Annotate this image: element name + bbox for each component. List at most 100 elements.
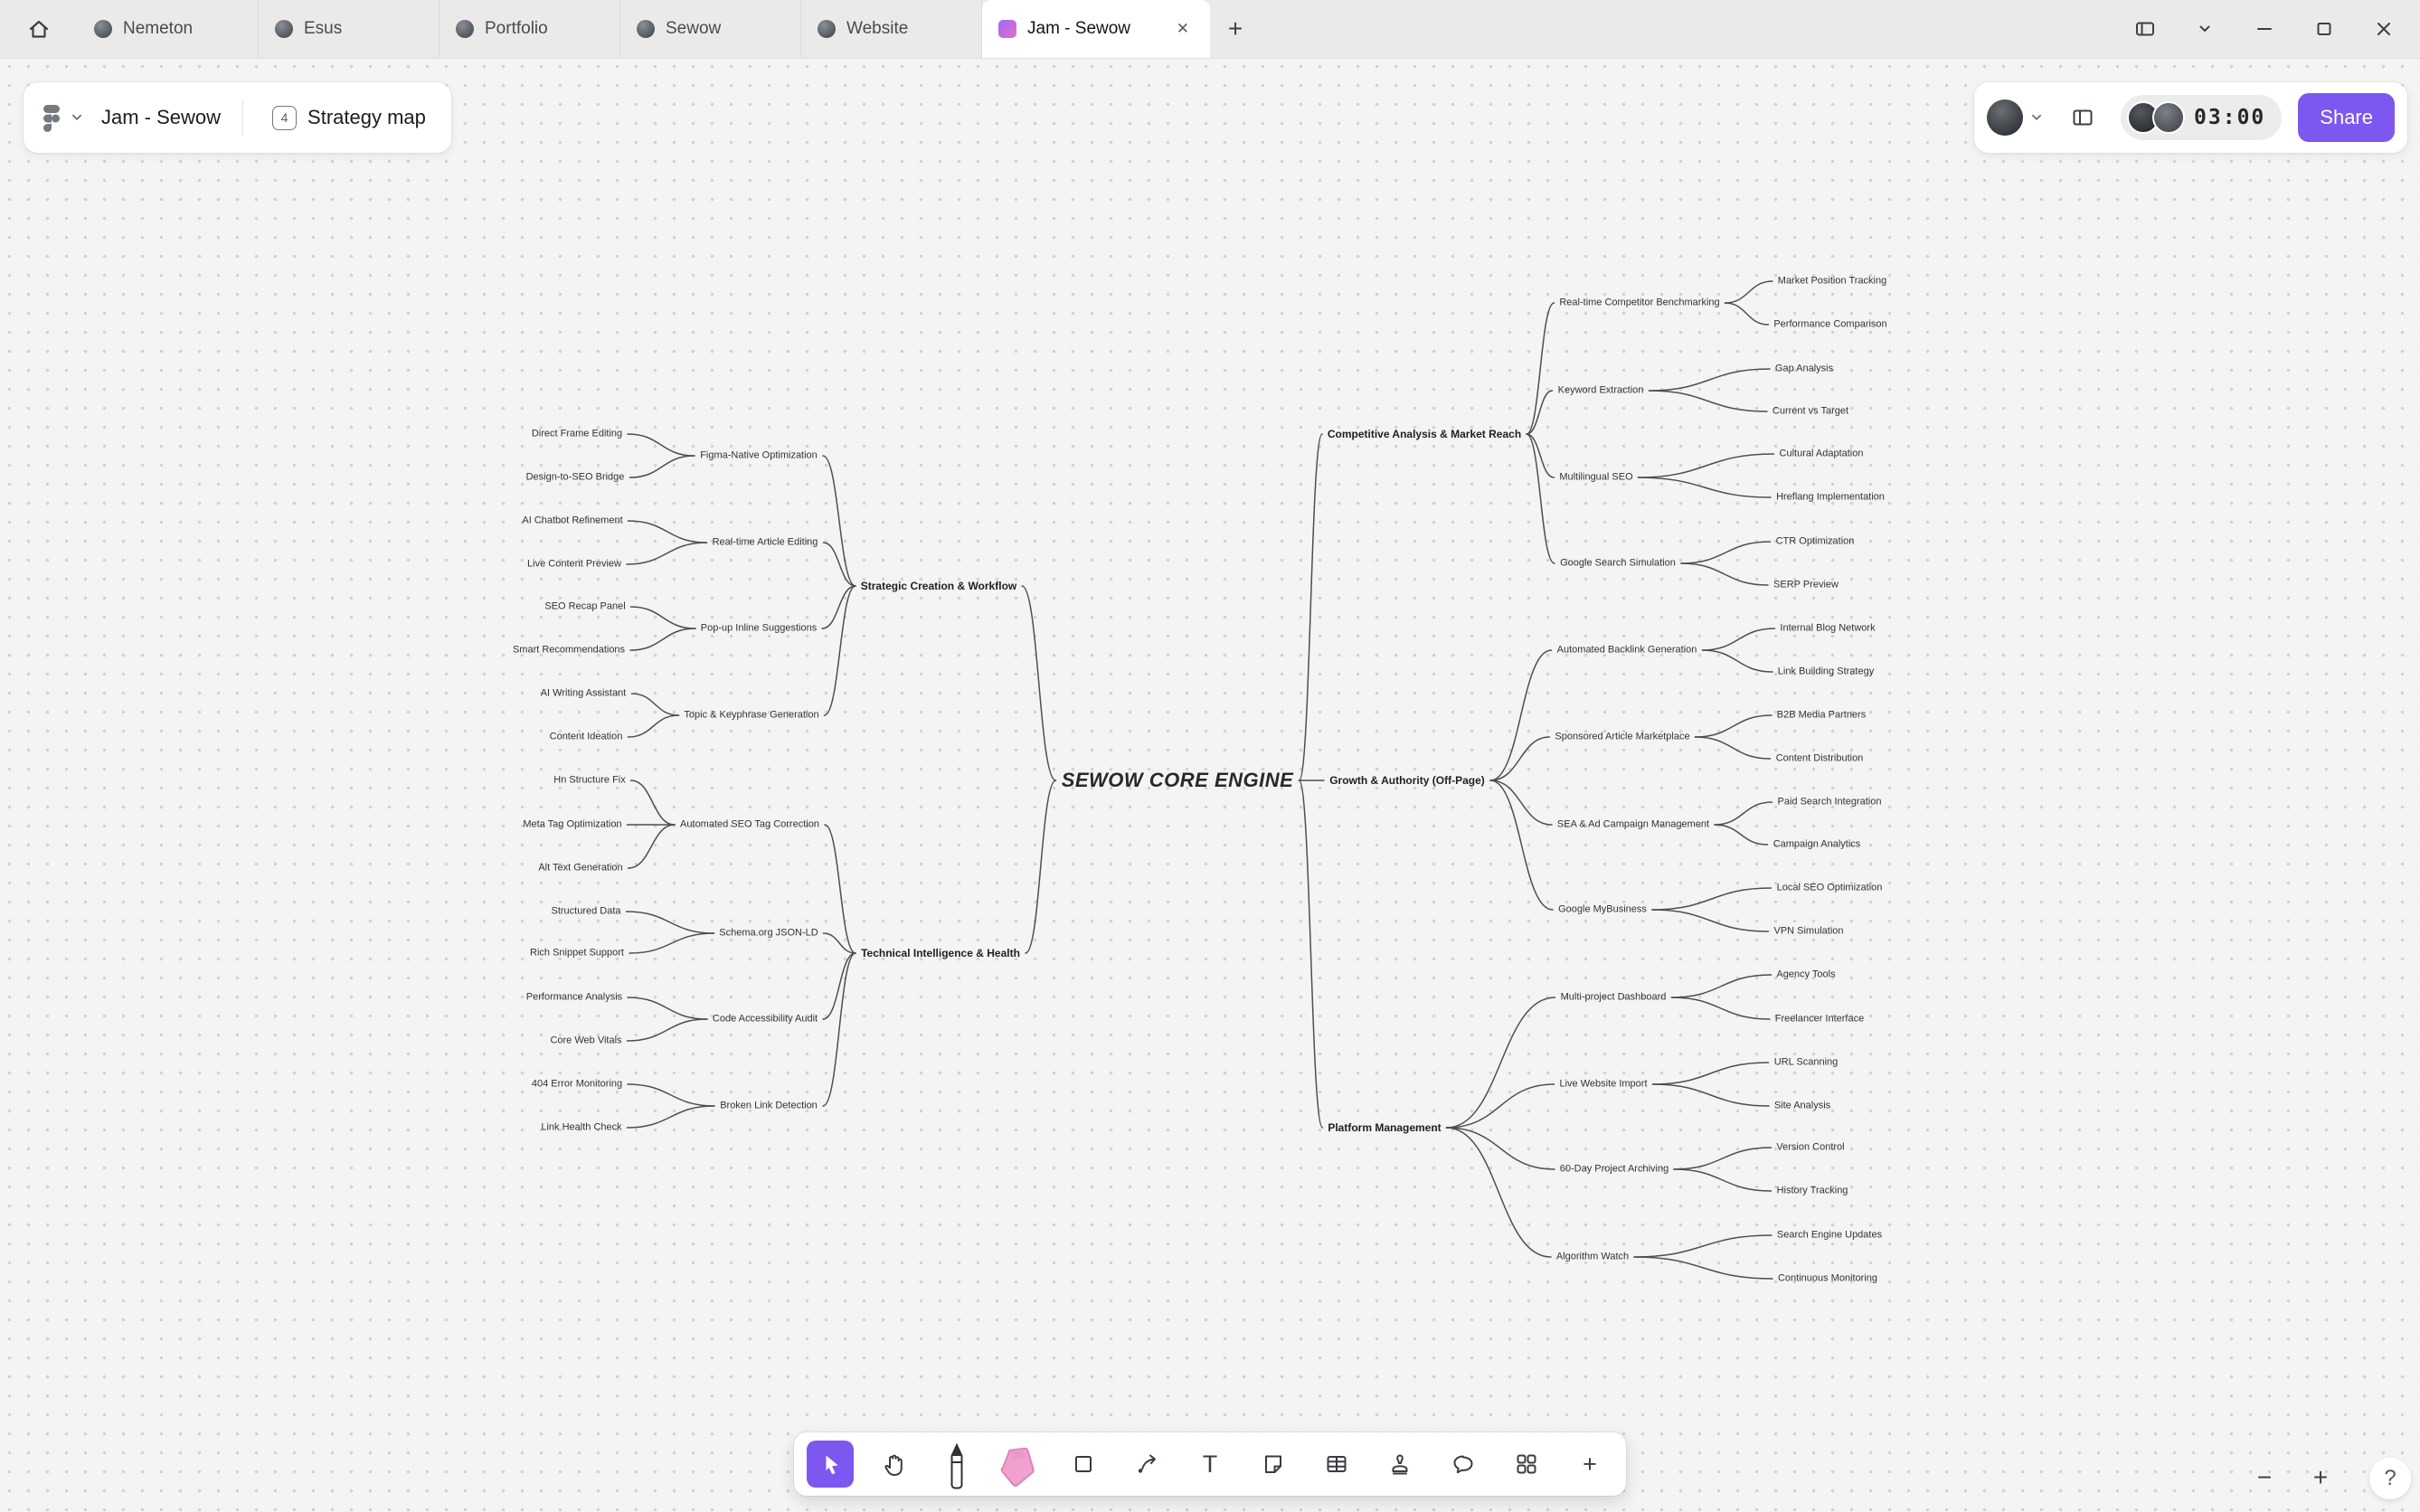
maximize-button[interactable] <box>2301 0 2348 59</box>
zoom-in-button[interactable]: + <box>2301 1458 2340 1498</box>
mindmap-node-b3m4l1[interactable]: CTR Optimization <box>1775 535 1855 547</box>
mindmap-node-b4m3l1[interactable]: Paid Search Integration <box>1777 796 1882 808</box>
zoom-out-button[interactable]: − <box>2245 1458 2284 1498</box>
tab-menu-button[interactable] <box>2181 0 2228 59</box>
marker-tool[interactable] <box>933 1434 980 1494</box>
mindmap-node-b2m1[interactable]: Automated SEO Tag Correction <box>680 818 819 830</box>
minimize-button[interactable] <box>2241 0 2288 59</box>
mindmap-node-b2m1l3[interactable]: Alt Text Generation <box>538 862 623 874</box>
mindmap-node-b3m1l1[interactable]: Market Position Tracking <box>1777 275 1887 287</box>
mindmap-node-b4m1l1[interactable]: Internal Blog Network <box>1780 622 1876 634</box>
mindmap-node-b5m2l1[interactable]: URL Scanning <box>1773 1056 1839 1068</box>
highlighter-tool[interactable] <box>997 1434 1044 1494</box>
text-tool[interactable]: T <box>1186 1441 1234 1488</box>
browser-tab[interactable]: Website <box>801 0 982 58</box>
mindmap-node-b5m3l1[interactable]: Version Control <box>1776 1141 1845 1153</box>
mindmap-node-b3[interactable]: Competitive Analysis & Market Reach <box>1327 428 1522 440</box>
mindmap-node-b3m2[interactable]: Keyword Extraction <box>1557 384 1644 396</box>
mindmap-node-b4m3[interactable]: SEA & Ad Campaign Management <box>1556 818 1710 830</box>
mindmap-node-b1[interactable]: Strategic Creation & Workflow <box>860 580 1017 592</box>
mindmap-node-b3m2l1[interactable]: Gap Analysis <box>1774 363 1834 374</box>
mindmap-node-b2m4l2[interactable]: Link Health Check <box>541 1121 622 1133</box>
mindmap-node-b2m2l2[interactable]: Rich Snippet Support <box>530 947 624 959</box>
mindmap-node-b1m4l2[interactable]: Content Ideation <box>549 731 623 742</box>
connector-tool[interactable] <box>1123 1441 1170 1488</box>
mindmap-node-b1m3[interactable]: Pop-up Inline Suggestions <box>700 622 818 634</box>
mindmap-node-b5m1l1[interactable]: Agency Tools <box>1776 969 1836 980</box>
mindmap-node-b5m4l1[interactable]: Search Engine Updates <box>1776 1229 1883 1241</box>
mindmap-node-b1m1l1[interactable]: Direct Frame Editing <box>531 428 623 439</box>
session-timer[interactable]: 03:00 <box>2121 95 2283 140</box>
layout-panel-button[interactable] <box>2061 96 2104 139</box>
mindmap-node-b5m1l2[interactable]: Freelancer Interface <box>1774 1013 1865 1025</box>
mindmap-node-b1m3l1[interactable]: SEO Recap Panel <box>544 600 626 612</box>
table-tool[interactable] <box>1313 1441 1360 1488</box>
new-tab-button[interactable]: + <box>1210 0 1261 58</box>
mindmap-node-b2m2l1[interactable]: Structured Data <box>551 905 621 917</box>
mindmap-node-b2m3[interactable]: Code Accessibility Audit <box>712 1013 818 1025</box>
mindmap-node-b2m3l1[interactable]: Performance Analysis <box>525 991 623 1003</box>
home-button[interactable] <box>0 0 78 58</box>
browser-tab[interactable]: Portfolio <box>440 0 620 58</box>
mindmap-node-b4m4[interactable]: Google MyBusiness <box>1558 903 1647 915</box>
select-tool[interactable] <box>807 1441 854 1488</box>
help-button[interactable]: ? <box>2369 1458 2411 1499</box>
mindmap-node-b1m1l2[interactable]: Design-to-SEO Bridge <box>525 471 625 483</box>
mindmap-node-b3m3l2[interactable]: Hreflang Implementation <box>1776 491 1885 503</box>
mindmap-node-b4m2[interactable]: Sponsored Article Marketplace <box>1555 731 1690 742</box>
mindmap-node-b1m4l1[interactable]: AI Writing Assistant <box>540 687 627 699</box>
mindmap-node-b4[interactable]: Growth & Authority (Off-Page) <box>1329 774 1485 787</box>
mindmap-node-b5m3[interactable]: 60-Day Project Archiving <box>1559 1163 1669 1175</box>
mindmap-node-b1m4[interactable]: Topic & Keyphrase Generation <box>684 709 819 721</box>
browser-tab[interactable]: Jam - Sewow✕ <box>982 0 1210 58</box>
mindmap-node-b2m1l1[interactable]: Hn Structure Fix <box>553 774 626 786</box>
mindmap-node-b1m2[interactable]: Real-time Article Editing <box>712 536 818 548</box>
mindmap-node-b4m2l1[interactable]: B2B Media Partners <box>1776 709 1867 721</box>
mindmap-node-b3m1l2[interactable]: Performance Comparison <box>1773 318 1887 330</box>
tab-close-icon[interactable]: ✕ <box>1176 20 1189 37</box>
mindmap-node-b3m3[interactable]: Multilingual SEO <box>1559 471 1633 483</box>
mindmap-node-b5m2l2[interactable]: Site Analysis <box>1773 1100 1831 1111</box>
browser-tab[interactable]: Esus <box>259 0 440 58</box>
mindmap-node-b4m1[interactable]: Automated Backlink Generation <box>1556 644 1697 656</box>
mindmap-node-b3m4[interactable]: Google Search Simulation <box>1560 557 1676 569</box>
browser-tab[interactable]: Sewow <box>620 0 801 58</box>
mindmap-node-b2m3l2[interactable]: Core Web Vitals <box>550 1035 622 1046</box>
mindmap-node-b5m1[interactable]: Multi-project Dashboard <box>1560 991 1667 1003</box>
mindmap-node-b1m1[interactable]: Figma-Native Optimization <box>700 449 818 461</box>
mindmap-node-b2[interactable]: Technical Intelligence & Health <box>861 947 1020 959</box>
main-menu-button[interactable] <box>33 96 94 140</box>
mindmap-node-b4m1l2[interactable]: Link Building Strategy <box>1777 666 1875 677</box>
mindmap-node-b3m4l2[interactable]: SERP Preview <box>1773 579 1839 591</box>
mindmap-node-b4m3l2[interactable]: Campaign Analytics <box>1772 838 1861 850</box>
browser-tab[interactable]: Nemeton <box>78 0 259 58</box>
mindmap-node-b4m4l2[interactable]: VPN Simulation <box>1773 925 1844 937</box>
mindmap-node-b1m2l2[interactable]: Live Content Preview <box>527 558 621 570</box>
mindmap-node-b5[interactable]: Platform Management <box>1328 1121 1442 1134</box>
comment-tool[interactable] <box>1440 1441 1487 1488</box>
mindmap-node-b5m4[interactable]: Algorithm Watch <box>1555 1251 1630 1262</box>
sticky-note-tool[interactable] <box>1250 1441 1297 1488</box>
workspace-button[interactable] <box>2122 0 2169 59</box>
mindmap-node-b3m2l2[interactable]: Current vs Target <box>1772 405 1849 417</box>
mindmap-node-b5m3l2[interactable]: History Tracking <box>1776 1185 1848 1196</box>
mindmap-node-b5m4l2[interactable]: Continuous Monitoring <box>1777 1272 1878 1284</box>
shape-tool[interactable] <box>1060 1441 1107 1488</box>
stamp-tool[interactable] <box>1376 1441 1423 1488</box>
mindmap-node-b1m3l2[interactable]: Smart Recommendations <box>512 644 626 656</box>
mindmap-node-b4m4l1[interactable]: Local SEO Optimization <box>1776 882 1883 893</box>
mindmap-node-b3m1[interactable]: Real-time Competitor Benchmarking <box>1559 297 1720 308</box>
hand-tool[interactable] <box>870 1441 917 1488</box>
mindmap-node-b2m4l1[interactable]: 404 Error Monitoring <box>531 1078 623 1090</box>
mindmap-node-b2m1l2[interactable]: Meta Tag Optimization <box>523 818 622 830</box>
mindmap-node-root[interactable]: SEWOW CORE ENGINE <box>1061 769 1294 791</box>
board-selector[interactable]: 4 Strategy map <box>265 100 433 136</box>
share-button[interactable]: Share <box>2298 93 2395 142</box>
mindmap-node-b2m2[interactable]: Schema.org JSON-LD <box>719 927 818 939</box>
account-menu-button[interactable] <box>1987 99 2045 136</box>
mindmap-node-b4m2l2[interactable]: Content Distribution <box>1775 752 1864 764</box>
mindmap-node-b5m2[interactable]: Live Website Import <box>1559 1078 1648 1090</box>
close-window-button[interactable] <box>2360 0 2407 59</box>
mindmap-node-b1m2l1[interactable]: AI Chatbot Refinement <box>522 515 623 526</box>
